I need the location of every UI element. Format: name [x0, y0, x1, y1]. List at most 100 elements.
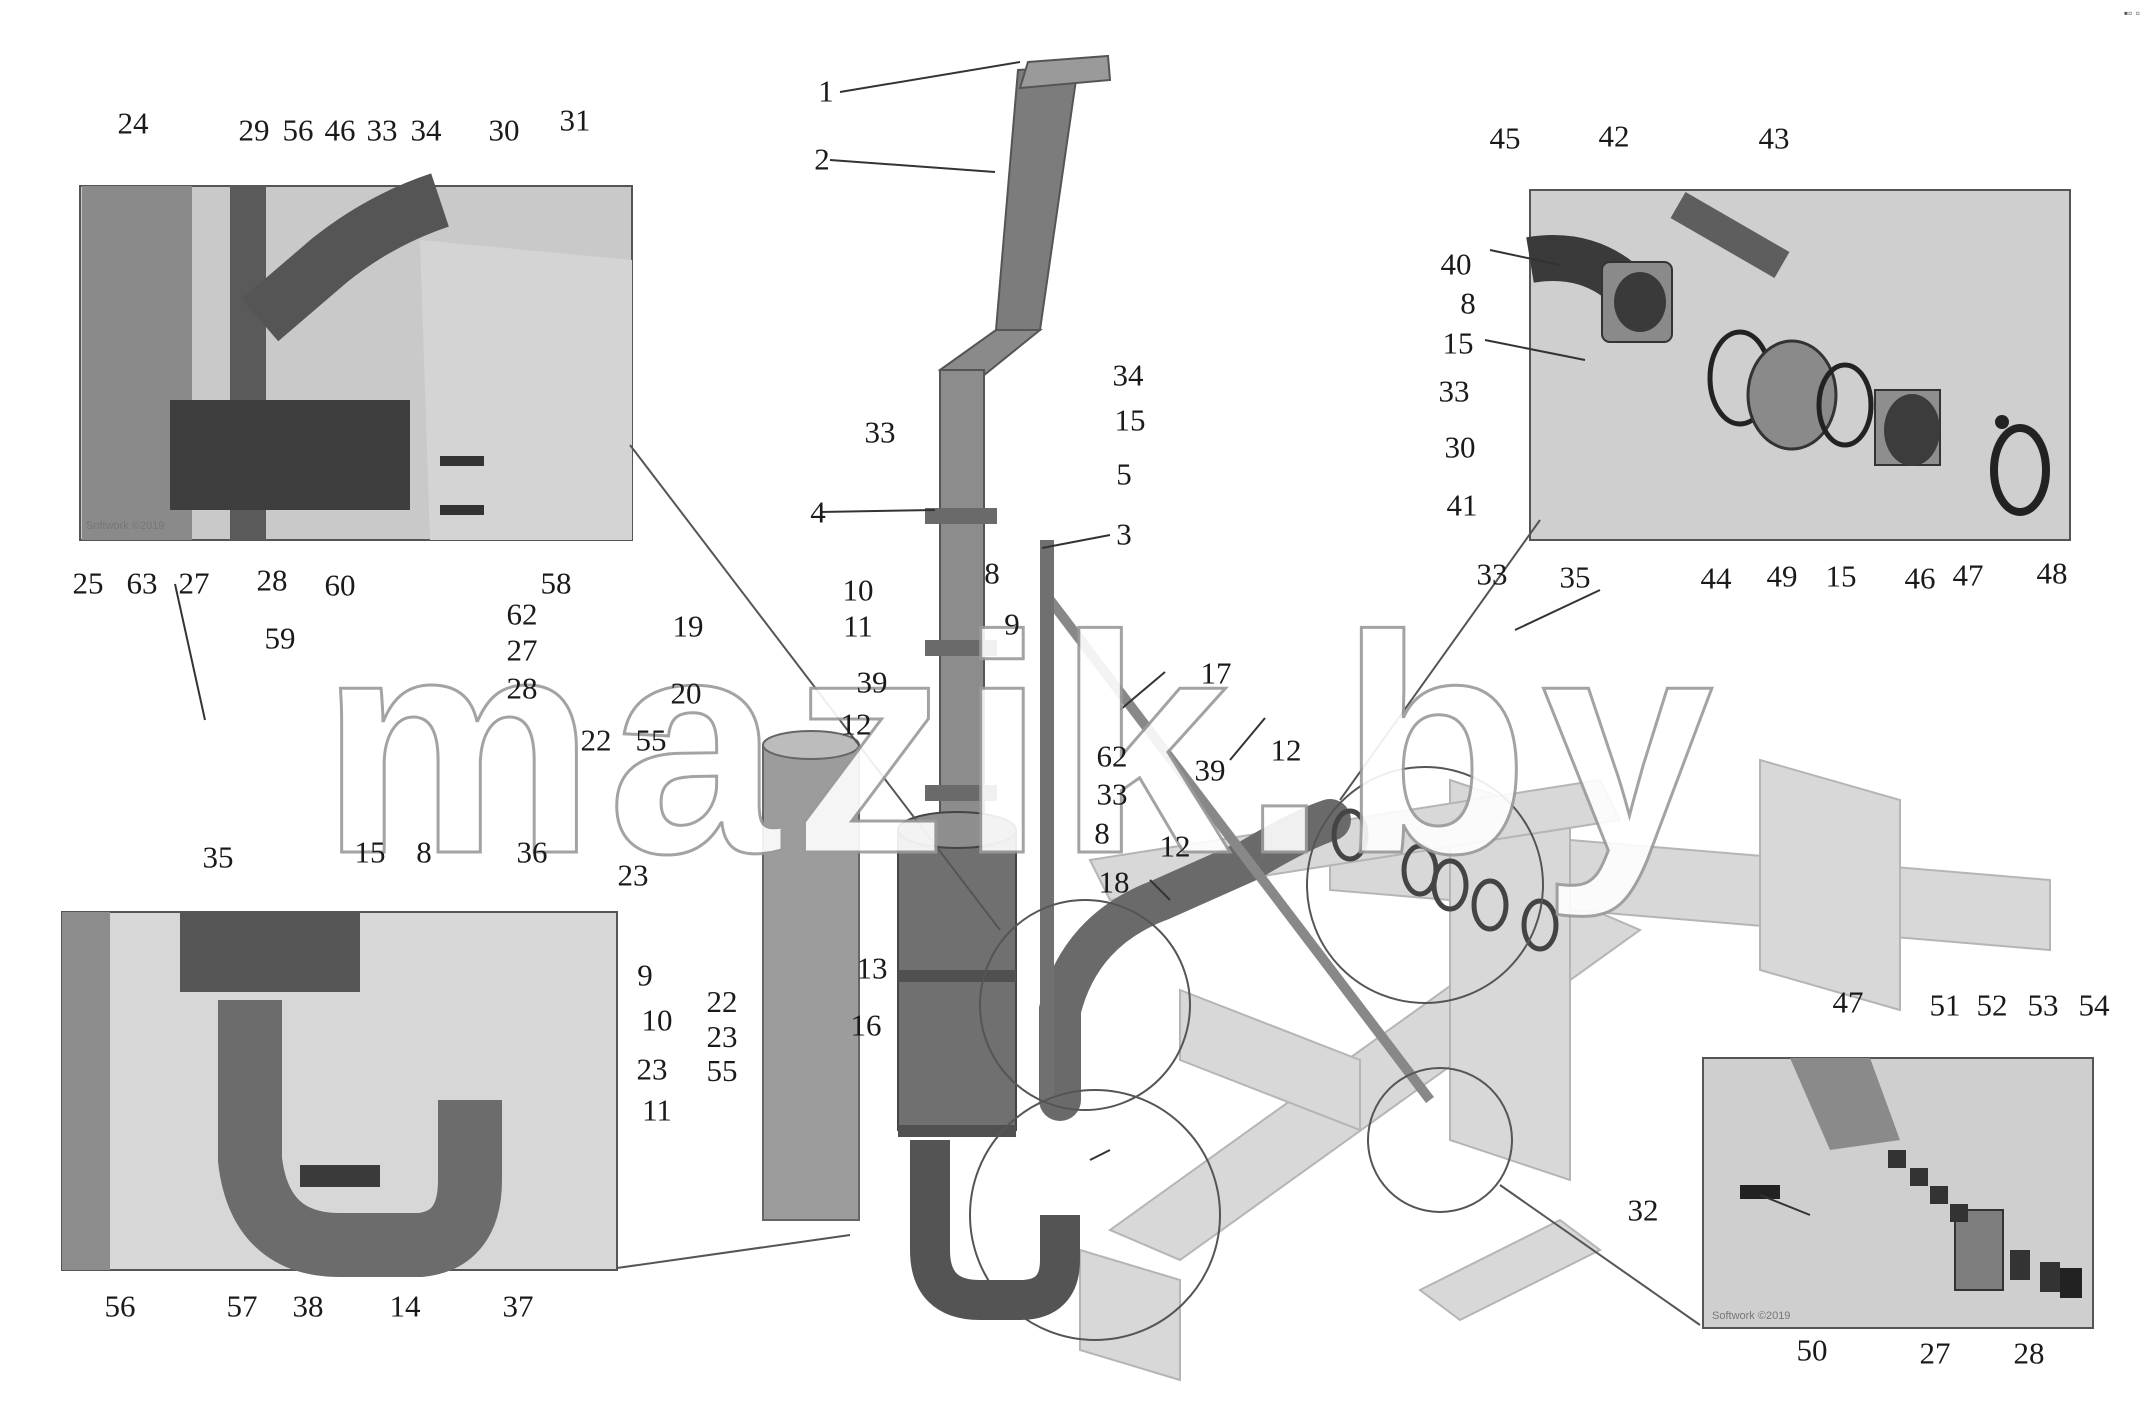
callout-label: 17 [1200, 655, 1232, 691]
callout-label: 60 [324, 567, 356, 603]
callout-label: 20 [670, 675, 702, 711]
callout-label: 57 [226, 1288, 258, 1324]
callout-label: 5 [1116, 456, 1132, 492]
heat-shield [762, 730, 860, 1221]
callout-label: 54 [2078, 987, 2110, 1023]
exhaust-pipe [1039, 799, 1351, 1121]
callout-label: 44 [1700, 560, 1732, 596]
callout-label: 19 [672, 608, 704, 644]
callout-label: 53 [2027, 987, 2059, 1023]
callout-label: 35 [1559, 559, 1591, 595]
callout-label: 23 [617, 857, 649, 893]
callout-label: 63 [126, 565, 158, 601]
bracket-rod [1046, 596, 1434, 1104]
callout-label: 47 [1832, 984, 1864, 1020]
callout-label: 32 [1627, 1192, 1659, 1228]
callout-label: 23 [636, 1051, 668, 1087]
watermark: mazik.by [319, 571, 1726, 918]
inset-bottom-left [61, 911, 618, 1277]
callout-label: 30 [488, 112, 520, 148]
callout-label: 52 [1976, 987, 2008, 1023]
callout-label: 4 [810, 494, 826, 530]
callout-label: 27 [506, 632, 538, 668]
callout-label: 38 [292, 1288, 324, 1324]
callout-label: 8 [416, 834, 432, 870]
callout-label: 37 [502, 1288, 534, 1324]
inset-connectors [616, 444, 1701, 1326]
callout-label: 31 [559, 102, 591, 138]
callout-label: 55 [706, 1053, 738, 1089]
callout-label: 11 [843, 608, 873, 644]
callout-label: 25 [72, 565, 104, 601]
callout-label: 8 [984, 555, 1000, 591]
callout-label: 15 [1114, 402, 1146, 438]
flange-rings [1331, 808, 1559, 952]
callout-label: 9 [637, 957, 653, 993]
callout-label: 62 [506, 596, 538, 632]
callout-label: 42 [1598, 118, 1630, 154]
callout-label: 27 [178, 565, 210, 601]
callout-label: 27 [1919, 1335, 1951, 1371]
callout-label: 50 [1796, 1332, 1828, 1368]
callout-label: 1 [818, 73, 834, 109]
callout-label: 12 [1159, 828, 1191, 864]
callout-label: 33 [366, 112, 398, 148]
callout-label: 2 [814, 141, 830, 177]
callout-label: 15 [1442, 325, 1474, 361]
callout-label: 33 [1096, 776, 1128, 812]
callout-label: 28 [2013, 1335, 2045, 1371]
callout-label: 12 [1270, 732, 1302, 768]
callout-label: 16 [850, 1007, 882, 1043]
callout-label: 12 [840, 706, 872, 742]
inset-bottom-right [1702, 1057, 2094, 1329]
support-post [1040, 540, 1054, 1100]
callout-label: 33 [1476, 556, 1508, 592]
bottom-elbow [910, 1140, 1080, 1320]
callout-label: 30 [1444, 429, 1476, 465]
muffler [897, 811, 1017, 1137]
callout-label: 10 [842, 572, 874, 608]
callout-label: 3 [1116, 516, 1132, 552]
callout-label: 46 [1904, 560, 1936, 596]
callout-label: 34 [410, 112, 442, 148]
callout-label: 55 [635, 722, 667, 758]
callout-label: 40 [1440, 246, 1472, 282]
inset-top-left [79, 173, 633, 541]
callout-label: 36 [516, 834, 548, 870]
callout-label: 45 [1489, 120, 1521, 156]
corner-mark: ▪▫ ▫ [2123, 6, 2140, 20]
callout-label: 49 [1766, 558, 1798, 594]
callout-label: 9 [1004, 606, 1020, 642]
callout-label: 8 [1460, 285, 1476, 321]
callout-label: 29 [238, 112, 270, 148]
callout-label: 15 [1825, 558, 1857, 594]
callout-label: 28 [506, 670, 538, 706]
callout-label: 47 [1952, 557, 1984, 593]
callout-label: 13 [856, 950, 888, 986]
callout-label: 56 [282, 112, 314, 148]
callout-label: 33 [1438, 373, 1470, 409]
callout-label: 41 [1446, 487, 1478, 523]
callout-label: 14 [389, 1288, 421, 1324]
callout-label: 59 [264, 620, 296, 656]
callout-label: 51 [1929, 987, 1961, 1023]
zoom-circles [969, 766, 1544, 1341]
callout-label: 11 [642, 1092, 672, 1128]
callout-label: 39 [1194, 752, 1226, 788]
leader-lines [174, 61, 1811, 1216]
inset-stamp: Softwork ©2019 [1712, 1310, 1791, 1322]
callout-label: 33 [864, 414, 896, 450]
callout-label: 15 [354, 834, 386, 870]
callout-label: 22 [580, 722, 612, 758]
callout-label: 62 [1096, 738, 1128, 774]
callout-label: 46 [324, 112, 356, 148]
callout-label: 35 [202, 839, 234, 875]
callout-label: 28 [256, 562, 288, 598]
callout-label: 24 [117, 105, 149, 141]
callout-stack: 22 23 55 [706, 984, 738, 1089]
callout-label: 18 [1098, 864, 1130, 900]
tailpipe [925, 54, 1112, 831]
inset-top-right [1526, 189, 2071, 541]
